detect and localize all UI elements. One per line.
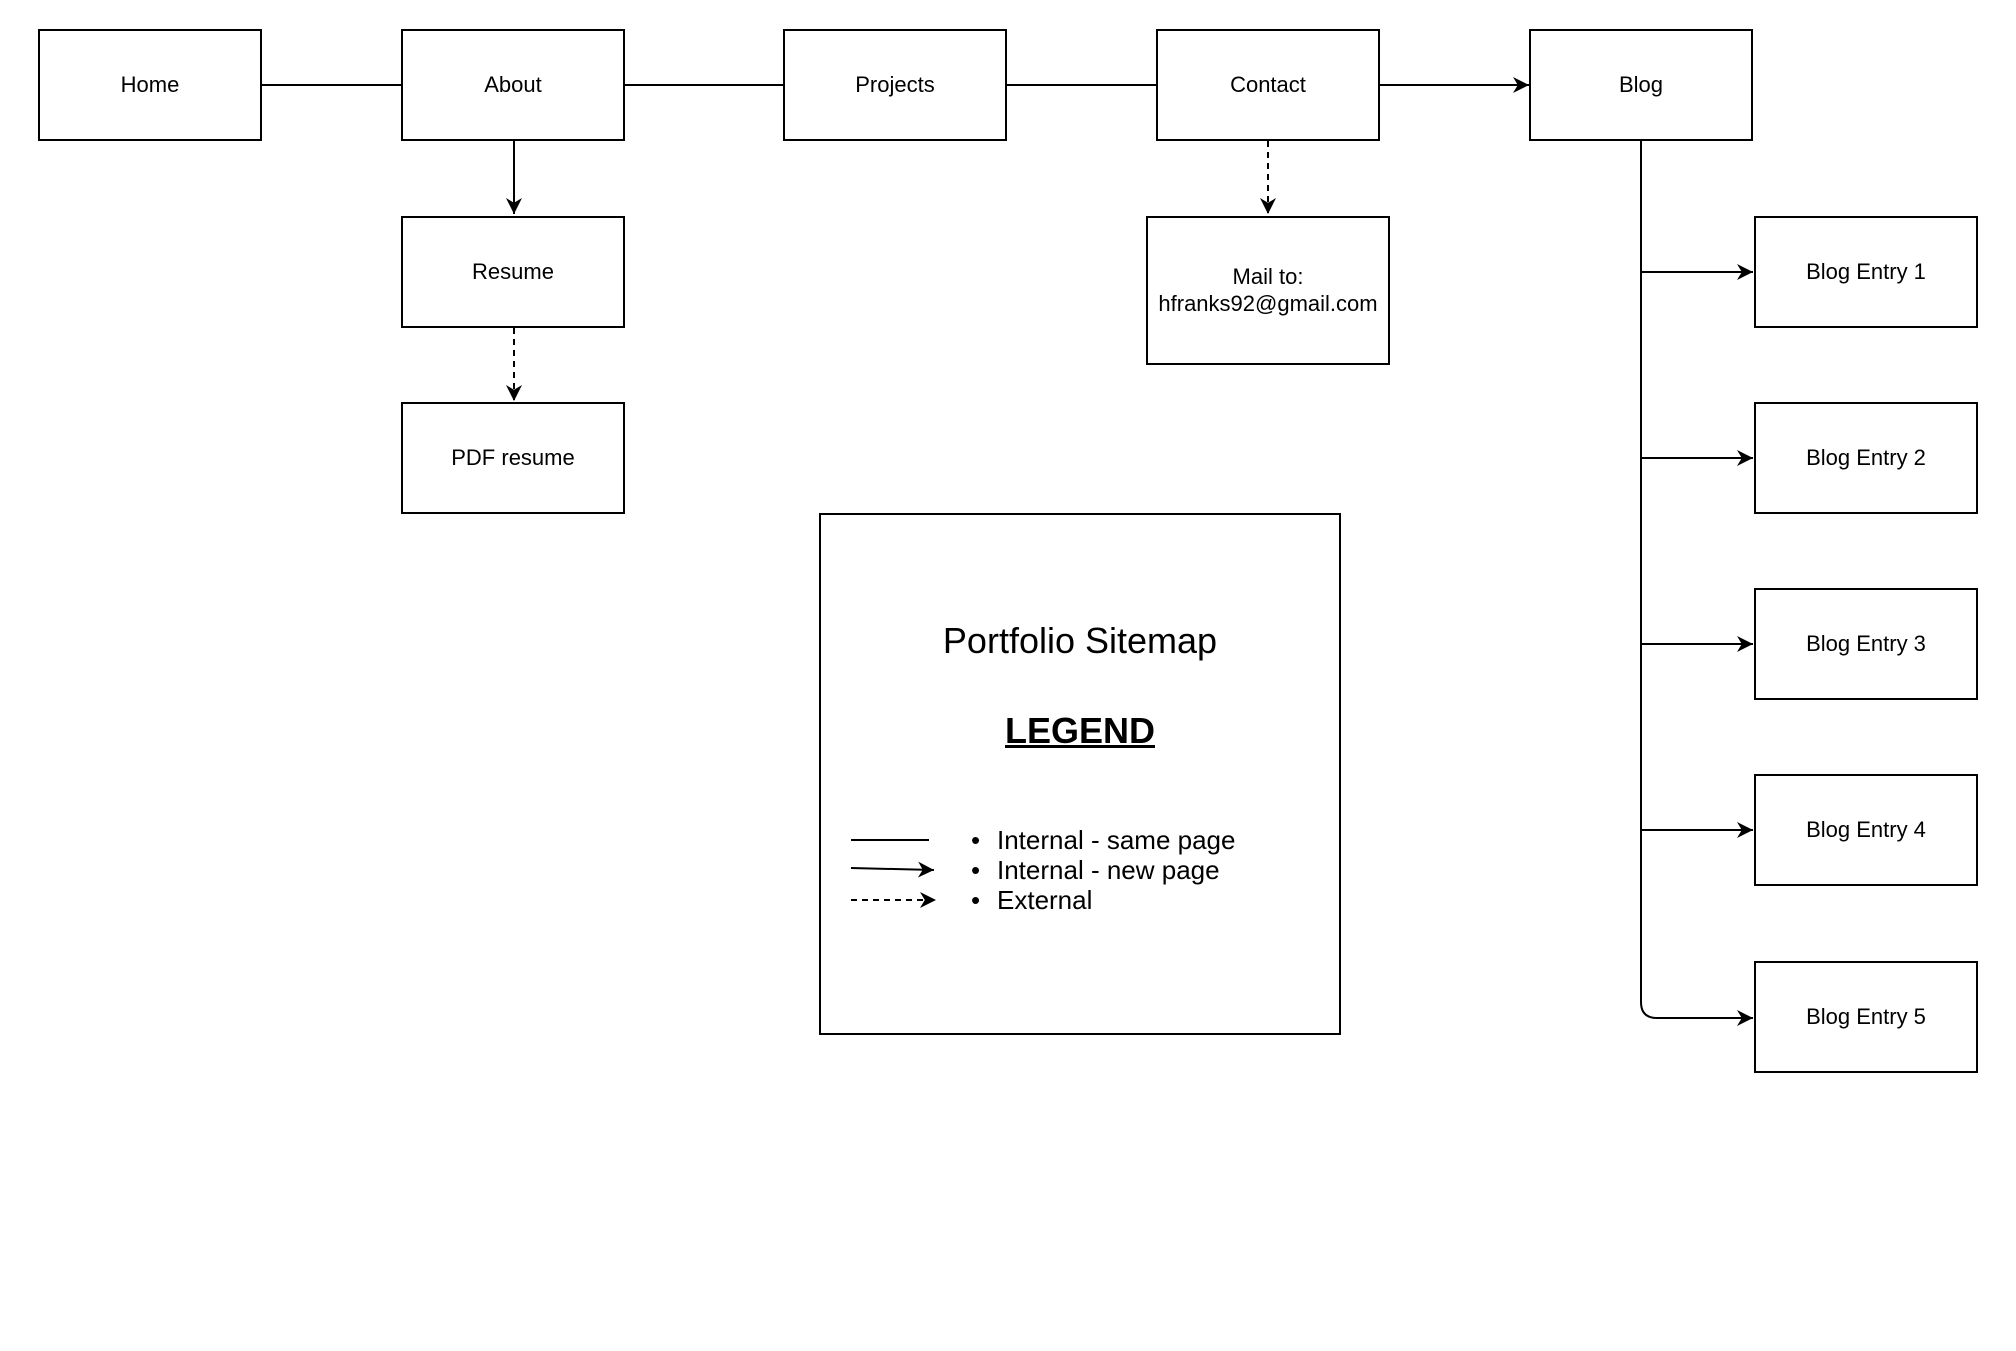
legend-item-external: • External	[971, 885, 1092, 916]
legend-item-label: External	[997, 885, 1093, 915]
node-blog-entry: Blog Entry 2	[1754, 402, 1978, 514]
node-blog-entry: Blog Entry 3	[1754, 588, 1978, 700]
node-contact-label: Contact	[1230, 71, 1306, 97]
node-blog-label: Blog	[1618, 71, 1664, 97]
mail-to-address: hfranks92@gmail.com	[1158, 290, 1378, 316]
sitemap-diagram: Home About Projects Contact Blog Resume …	[38, 29, 1978, 1073]
legend-title: Portfolio Sitemap	[942, 620, 1218, 661]
blog-entry-label: Blog Entry 3	[1806, 630, 1926, 656]
blog-entry-label: Blog Entry 4	[1806, 816, 1926, 842]
node-about: About	[401, 29, 625, 141]
legend-line-new-page	[850, 861, 935, 878]
node-home-label: Home	[120, 71, 180, 97]
node-blog-entry: Blog Entry 4	[1754, 774, 1978, 886]
bullet-icon: •	[971, 825, 981, 855]
blog-entry-label: Blog Entry 1	[1806, 258, 1926, 284]
node-mail-to: Mail to: hfranks92@gmail.com	[1146, 216, 1390, 365]
bullet-icon: •	[971, 855, 981, 885]
node-pdf-resume: PDF resume	[401, 402, 625, 514]
node-home: Home	[38, 29, 262, 141]
legend-item-new-page: • Internal - new page	[971, 855, 1220, 886]
node-projects-label: Projects	[855, 71, 935, 97]
node-blog: Blog	[1529, 29, 1753, 141]
node-resume: Resume	[401, 216, 625, 328]
bullet-icon: •	[971, 885, 981, 915]
legend-samples	[850, 839, 936, 908]
legend-heading: LEGEND	[1004, 710, 1155, 751]
legend-item-same-page: • Internal - same page	[971, 825, 1235, 856]
legend-sample-solid-line	[849, 1331, 939, 1351]
legend-box: Portfolio Sitemap LEGEND • Internal - sam…	[819, 513, 1341, 1035]
legend-item-label: Internal - new page	[997, 855, 1220, 885]
node-blog-entry: Blog Entry 5	[1754, 961, 1978, 1073]
legend-item-label: Internal - same page	[997, 825, 1236, 855]
node-resume-label: Resume	[472, 258, 554, 284]
node-projects: Projects	[783, 29, 1007, 141]
blog-entry-label: Blog Entry 5	[1806, 1003, 1926, 1029]
node-about-label: About	[484, 71, 542, 97]
node-contact: Contact	[1156, 29, 1380, 141]
connector-layer	[262, 77, 1753, 1026]
node-blog-entry: Blog Entry 1	[1754, 216, 1978, 328]
mail-to-label: Mail to:	[1232, 264, 1304, 290]
edge-blog-trunk	[1640, 141, 1658, 1019]
node-pdf-resume-label: PDF resume	[451, 444, 575, 470]
blog-entry-label: Blog Entry 2	[1806, 444, 1926, 470]
